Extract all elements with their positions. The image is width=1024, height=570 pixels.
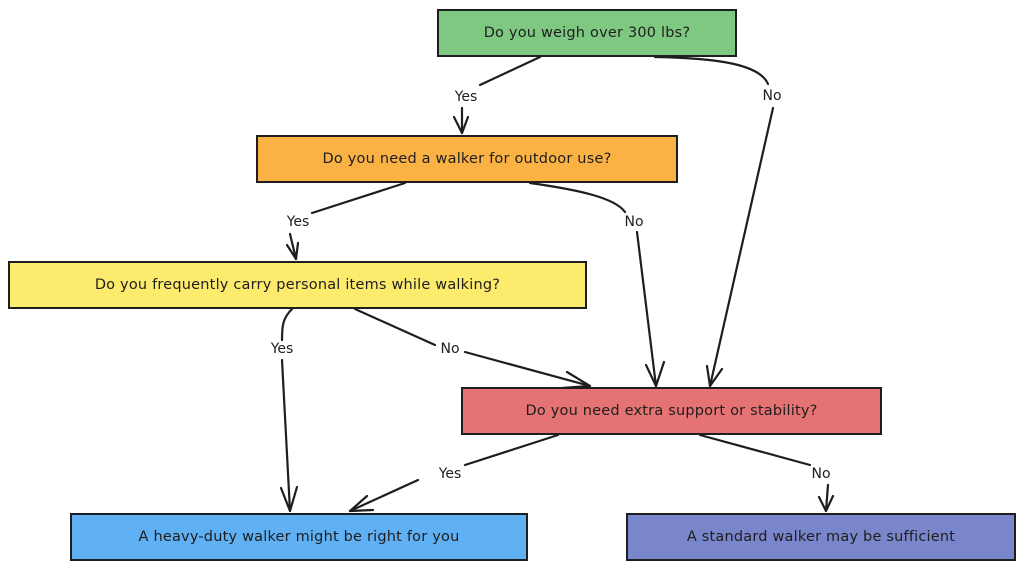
edge-label-n4-n5: Yes — [436, 466, 464, 482]
edge-label-n2-n3: Yes — [284, 214, 312, 230]
edge-label-n2-n4: No — [622, 214, 646, 230]
edge-n1-n4 — [653, 55, 775, 388]
edge-n4-n6 — [698, 433, 830, 513]
outcome-node-heavy-duty: A heavy-duty walker might be right for y… — [70, 513, 528, 561]
arrowhead-n2-n4 — [644, 360, 666, 388]
edge-n3-n5 — [280, 307, 294, 513]
arrowhead-n4-n6 — [817, 494, 835, 513]
outcome-node-standard: A standard walker may be sufficient — [626, 513, 1016, 561]
decision-node-carry-items: Do you frequently carry personal items w… — [8, 261, 587, 309]
edge-label-n3-n4: No — [438, 341, 462, 357]
edge-n1-n2 — [460, 55, 542, 135]
edge-n2-n3 — [288, 181, 407, 261]
decision-node-extra-support: Do you need extra support or stability? — [461, 387, 882, 435]
edge-label-n1-n2: Yes — [452, 89, 480, 105]
edge-label-n3-n5: Yes — [268, 341, 296, 357]
arrowhead-n2-n3 — [285, 241, 300, 261]
edge-label-n1-n4: No — [760, 88, 784, 104]
edge-n4-n5 — [348, 433, 560, 513]
decision-node-outdoor-use: Do you need a walker for outdoor use? — [256, 135, 678, 183]
arrowhead-n1-n2 — [452, 115, 470, 135]
edge-n2-n4 — [528, 181, 658, 388]
edge-label-n4-n6: No — [809, 466, 833, 482]
arrowhead-n3-n5 — [279, 485, 299, 513]
arrowhead-n1-n4 — [705, 364, 724, 388]
arrowhead-n4-n5 — [348, 494, 375, 513]
edge-n3-n4 — [353, 307, 592, 388]
decision-node-weight: Do you weigh over 300 lbs? — [437, 9, 737, 57]
